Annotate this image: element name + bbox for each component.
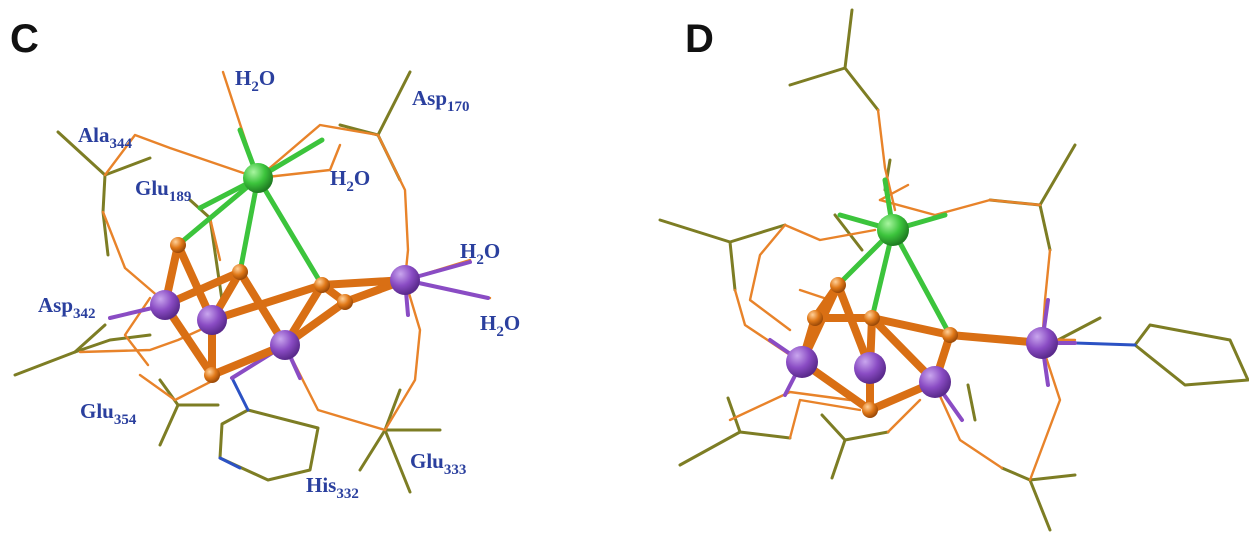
panel-c-oxygen-atom — [232, 264, 248, 280]
label-his332: His332 — [306, 473, 359, 502]
panel-c-oxygen-atom — [170, 237, 186, 253]
panel-c-labels: H2O Asp170 Ala344 Glu189 H2O H2O Asp342 … — [38, 66, 520, 502]
panel-c-oxygen-atom — [204, 367, 220, 383]
panel-d-oxygen-atom — [942, 327, 958, 343]
panel-d-manganese-atom — [786, 346, 818, 378]
panel-d-sidechains — [658, 8, 1249, 532]
panel-d-letter: D — [685, 17, 714, 61]
label-glu333: Glu333 — [410, 449, 466, 478]
panel-d-oxygen-atom — [864, 310, 880, 326]
panel-c: C — [10, 17, 520, 502]
label-glu189: Glu189 — [135, 176, 191, 205]
label-ala344: Ala344 — [78, 123, 133, 152]
panel-c-letter: C — [10, 17, 39, 61]
panel-c-ligand-chains — [78, 70, 492, 432]
label-h2o-mid: H2O — [330, 166, 370, 195]
label-h2o-right2: H2O — [480, 311, 520, 340]
panel-c-atoms — [150, 163, 420, 383]
label-h2o-top: H2O — [235, 66, 275, 95]
panel-d: D — [658, 8, 1249, 532]
panel-d-oxygen-atom — [807, 310, 823, 326]
label-asp170: Asp170 — [412, 86, 470, 115]
panel-c-manganese-atom — [390, 265, 420, 295]
panel-d-ligand-chains — [728, 108, 1077, 482]
panel-c-manganese-atom — [197, 305, 227, 335]
panel-c-calcium-bonds — [175, 127, 325, 288]
label-glu354: Glu354 — [80, 399, 137, 428]
panel-c-histidine-nitrogen — [218, 376, 250, 470]
panel-d-oxygen-atom — [862, 402, 878, 418]
panel-c-manganese-atom — [150, 290, 180, 320]
panel-d-oxygen-atom — [830, 277, 846, 293]
panel-d-atoms — [786, 214, 1058, 418]
panel-d-histidine-nitrogen — [1073, 341, 1137, 347]
panel-c-oxygen-atom — [337, 294, 353, 310]
label-asp342: Asp342 — [38, 293, 96, 322]
panel-d-calcium-atom — [877, 214, 909, 246]
panel-c-manganese-atom — [270, 330, 300, 360]
panel-c-oxygen-atom — [314, 277, 330, 293]
label-h2o-right1: H2O — [460, 239, 500, 268]
panel-d-manganese-atom — [919, 366, 951, 398]
panel-c-calcium-atom — [243, 163, 273, 193]
panel-d-manganese-atom — [1026, 327, 1058, 359]
panel-d-manganese-atom — [854, 352, 886, 384]
